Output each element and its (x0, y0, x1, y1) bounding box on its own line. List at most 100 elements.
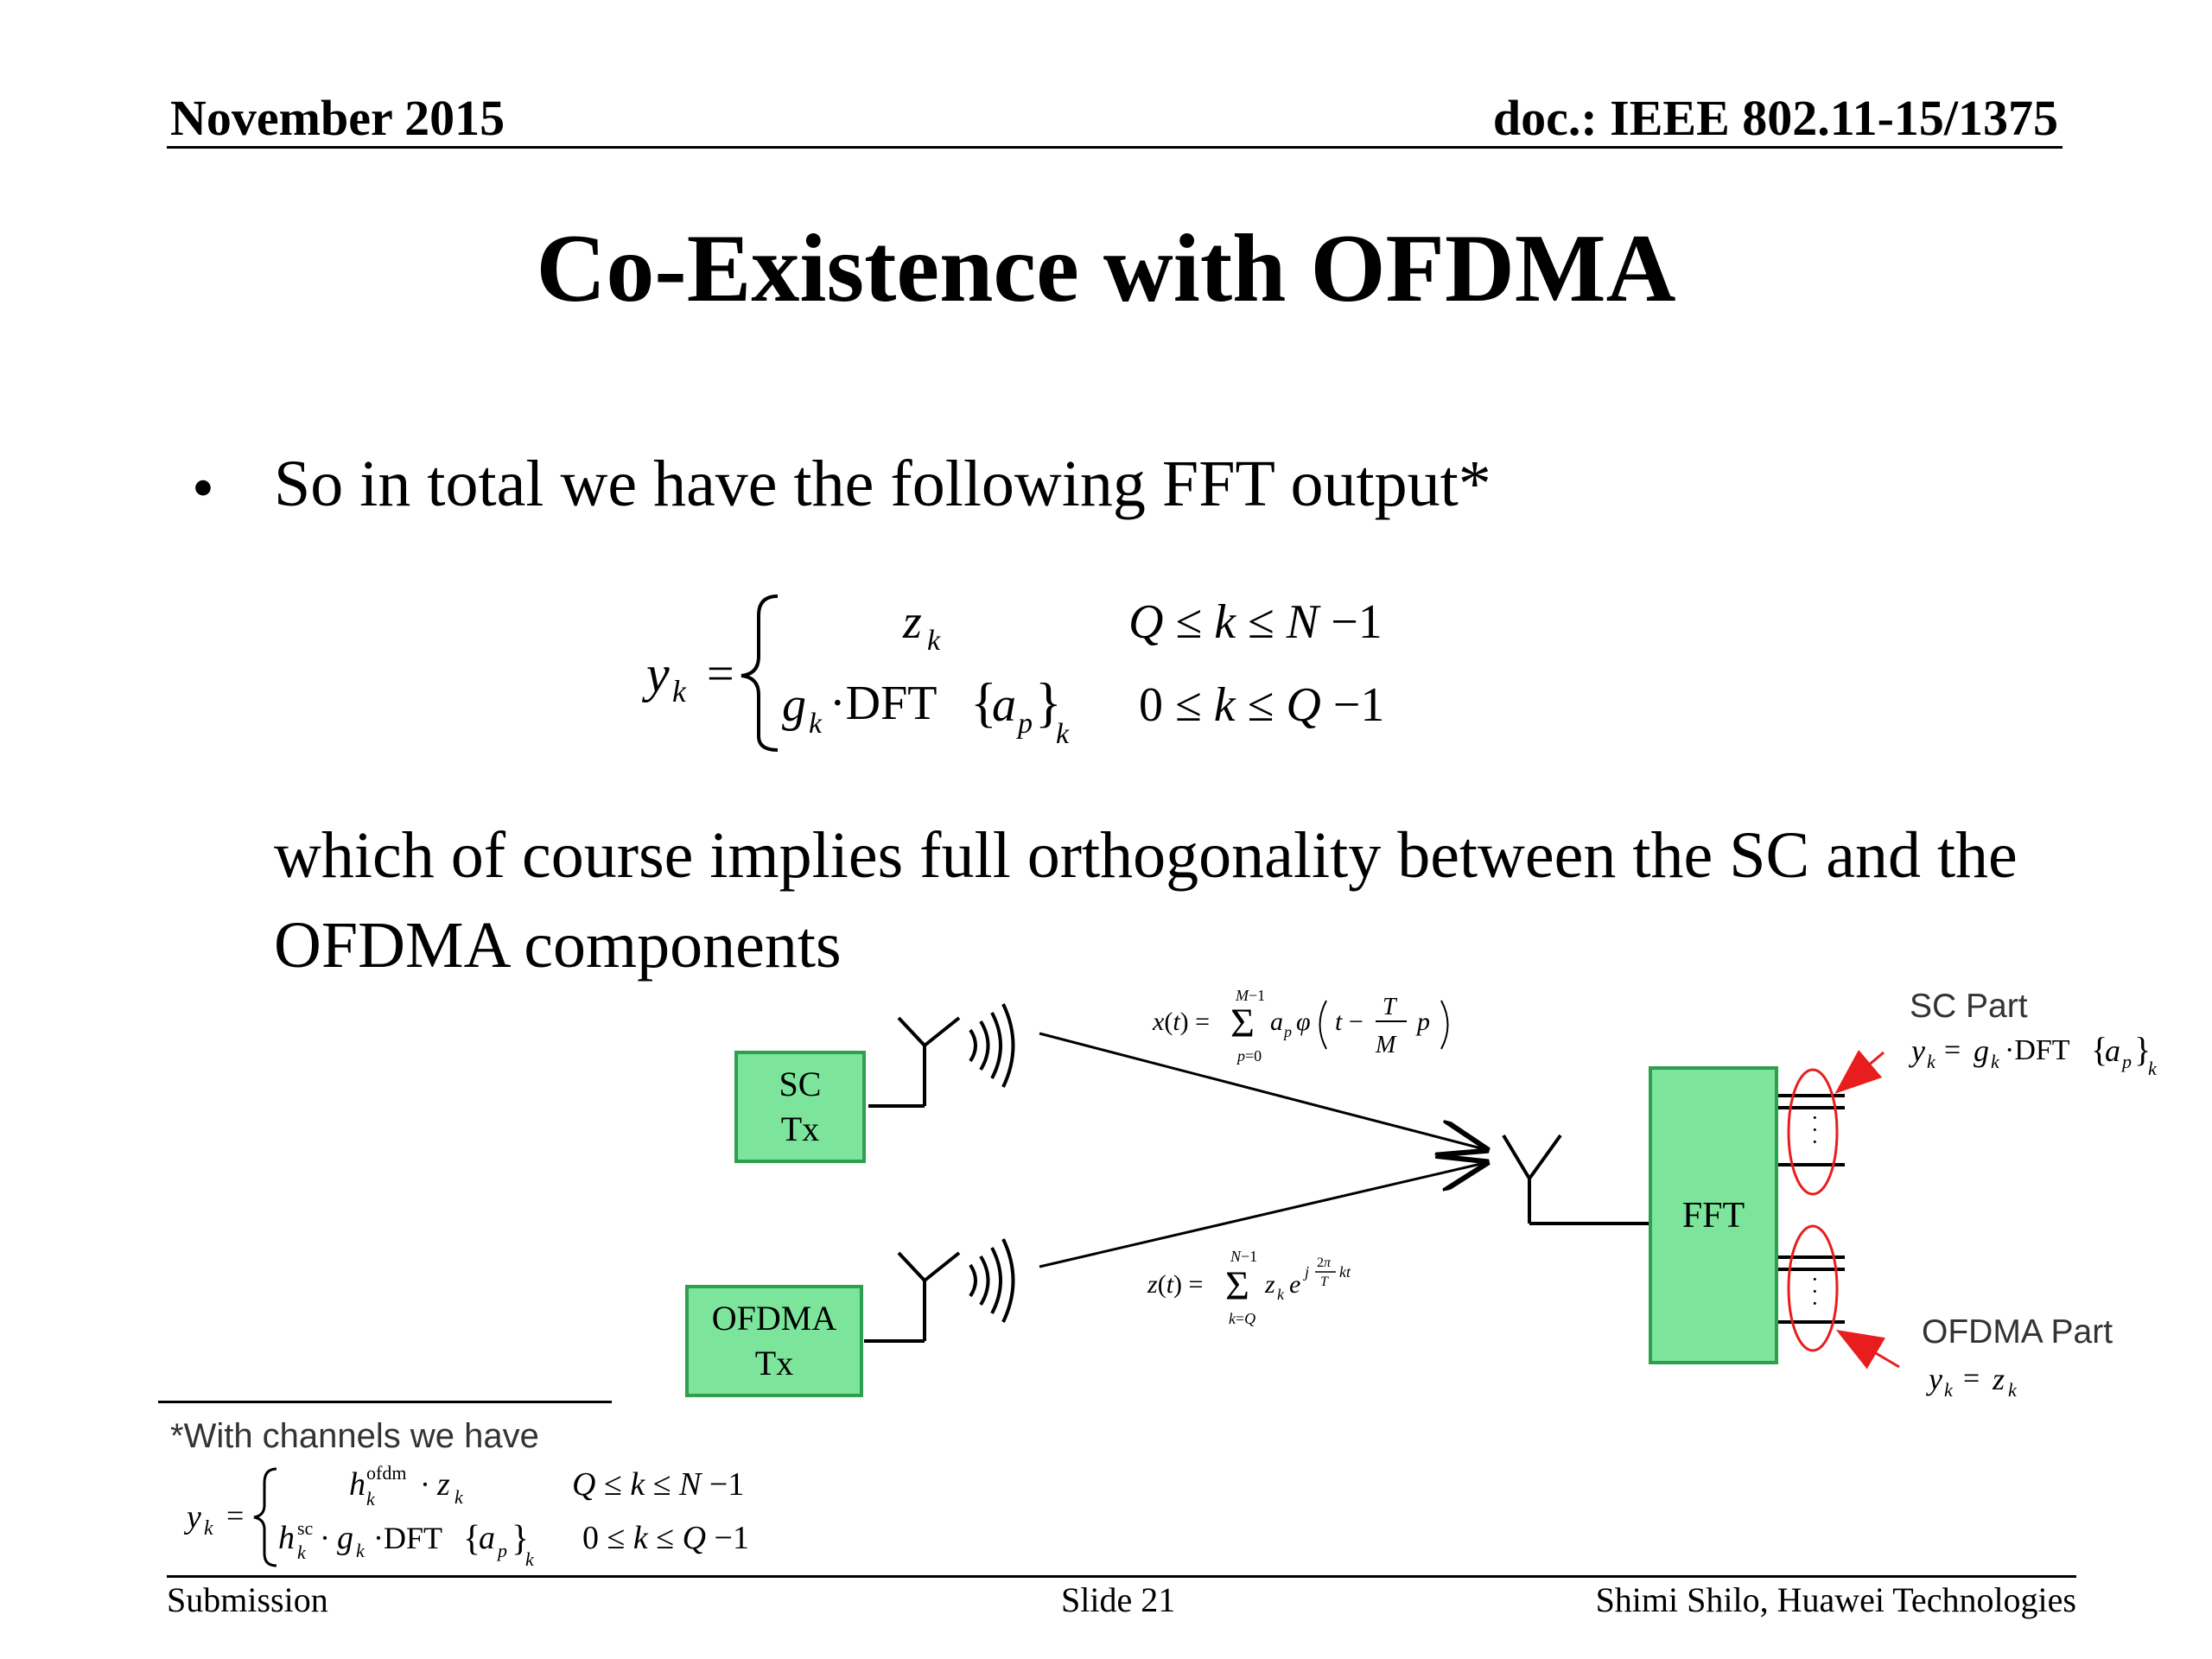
svg-text:k: k (1056, 718, 1070, 750)
svg-text:·: · (1811, 1267, 1819, 1292)
ofdma-tx-line-2: Tx (754, 1344, 794, 1382)
svg-text:z: z (902, 595, 922, 649)
svg-text:}: } (1035, 671, 1062, 733)
sc-tx-line-2: Tx (780, 1109, 820, 1148)
svg-text:p: p (496, 1540, 507, 1561)
svg-text:h: h (349, 1466, 365, 1503)
svg-text:Σ: Σ (1225, 1263, 1249, 1309)
svg-text:p=0: p=0 (1236, 1047, 1262, 1065)
svg-text:{: { (970, 671, 997, 733)
svg-text:j: j (1303, 1263, 1309, 1281)
svg-text:z: z (436, 1466, 450, 1503)
sc-part-label: SC Part (1910, 988, 2028, 1025)
svg-text:M: M (1375, 1032, 1397, 1058)
header-doc-id: doc.: IEEE 802.11-15/1375 (1492, 90, 2058, 146)
svg-text:{: { (463, 1519, 480, 1559)
svg-text:k=Q: k=Q (1229, 1310, 1255, 1327)
svg-text:=: = (1944, 1034, 1961, 1066)
svg-text:T: T (1320, 1274, 1329, 1289)
svg-text:=: = (707, 647, 734, 701)
svg-text:x(t) =: x(t) = (1152, 1007, 1210, 1036)
sc-antenna-icon (868, 1003, 1015, 1108)
x-signal-equation: x(t) = M−1 Σ p=0 a p φ t − T M p (1152, 987, 1449, 1065)
sc-tx-line-1: SC (779, 1065, 822, 1103)
svg-text:k: k (2148, 1058, 2158, 1079)
svg-text:k: k (1944, 1379, 1954, 1401)
svg-text:·DFT: ·DFT (830, 677, 937, 730)
ofdma-part-pointer (1835, 1329, 1900, 1370)
sc-part-pointer (1834, 1049, 1885, 1094)
svg-text:k: k (454, 1486, 464, 1508)
svg-text:}: } (2134, 1030, 2151, 1069)
slide-title: Co-Existence with OFDMA (536, 215, 1676, 322)
footnote-label: *With channels we have (170, 1417, 539, 1455)
svg-text:}: } (512, 1519, 529, 1559)
svg-text:k: k (204, 1517, 213, 1540)
svg-text:·DFT: ·DFT (2005, 1034, 2070, 1066)
svg-text:·: · (1811, 1129, 1819, 1154)
svg-text:p: p (1415, 1007, 1430, 1036)
svg-text:T: T (1382, 994, 1398, 1020)
svg-text:y: y (1926, 1362, 1942, 1396)
z-signal-equation: z(t) = N−1 Σ k=Q z k e j 2π T kt (1147, 1248, 1351, 1327)
svg-text:g: g (337, 1520, 353, 1556)
svg-text:Σ: Σ (1230, 1001, 1255, 1046)
svg-text:k: k (366, 1488, 376, 1510)
svg-text:a: a (1270, 1007, 1283, 1036)
svg-text:·: · (320, 1521, 330, 1555)
svg-text:g: g (1974, 1033, 1989, 1068)
ofdma-antenna-icon (864, 1238, 1015, 1343)
svg-text:z: z (1264, 1270, 1275, 1299)
fft-label: FFT (1681, 1195, 1745, 1236)
bullet-text: So in total we have the following FFT ou… (274, 448, 1491, 520)
ofdma-tx-line-1: OFDMA (711, 1299, 837, 1338)
ofdma-part-label: OFDMA Part (1922, 1313, 2113, 1351)
svg-text:p: p (1016, 708, 1033, 740)
sc-tx-block: SC Tx (734, 1051, 866, 1163)
svg-text:·: · (1811, 1105, 1819, 1130)
svg-text:N−1: N−1 (1230, 1248, 1257, 1265)
svg-text:t −: t − (1335, 1007, 1363, 1036)
svg-text:·: · (1811, 1291, 1819, 1316)
svg-text:p: p (2120, 1051, 2132, 1072)
footer-submission: Submission (167, 1580, 328, 1619)
svg-text:y: y (183, 1499, 201, 1535)
footnote-divider (158, 1401, 612, 1403)
svg-text:k: k (1927, 1051, 1936, 1072)
svg-text:k: k (1277, 1286, 1285, 1303)
svg-text:φ: φ (1296, 1007, 1311, 1036)
svg-text:z: z (1992, 1362, 2005, 1396)
svg-text:0 ≤ k ≤ Q −1: 0 ≤ k ≤ Q −1 (582, 1520, 749, 1556)
svg-text:a: a (2105, 1033, 2120, 1068)
svg-text:sc: sc (297, 1517, 314, 1539)
svg-text:g: g (782, 678, 806, 732)
svg-text:k: k (356, 1540, 365, 1561)
svg-text:Q ≤ k ≤ N −1: Q ≤ k ≤ N −1 (572, 1466, 744, 1503)
sc-part-highlight (1787, 1068, 1839, 1196)
svg-text:e: e (1289, 1270, 1300, 1299)
svg-text:2π: 2π (1317, 1255, 1332, 1270)
svg-text:kt: kt (1339, 1263, 1351, 1281)
svg-text:z(t) =: z(t) = (1147, 1270, 1203, 1299)
svg-text:p: p (1282, 1023, 1292, 1040)
svg-text:a: a (479, 1520, 495, 1556)
ofdma-part-highlight (1787, 1224, 1839, 1352)
svg-text:0 ≤ k ≤ Q −1: 0 ≤ k ≤ Q −1 (1139, 678, 1384, 732)
svg-text:h: h (278, 1520, 295, 1556)
svg-text:·: · (420, 1467, 430, 1502)
svg-text:·: · (1811, 1279, 1819, 1304)
svg-text:k: k (927, 625, 941, 657)
svg-text:M−1: M−1 (1235, 987, 1265, 1004)
bullet-marker: • (192, 453, 214, 524)
svg-text:=: = (226, 1498, 244, 1533)
svg-text:k: k (809, 708, 823, 740)
svg-text:ofdm: ofdm (366, 1462, 406, 1484)
svg-text:Q ≤ k ≤ N −1: Q ≤ k ≤ N −1 (1128, 595, 1382, 649)
footer-author: Shimi Shilo, Huawei Technologies (1595, 1580, 2076, 1619)
footer-slide-number: Slide 21 (1061, 1580, 1176, 1619)
receiver-antenna-icon (1502, 1134, 1649, 1225)
